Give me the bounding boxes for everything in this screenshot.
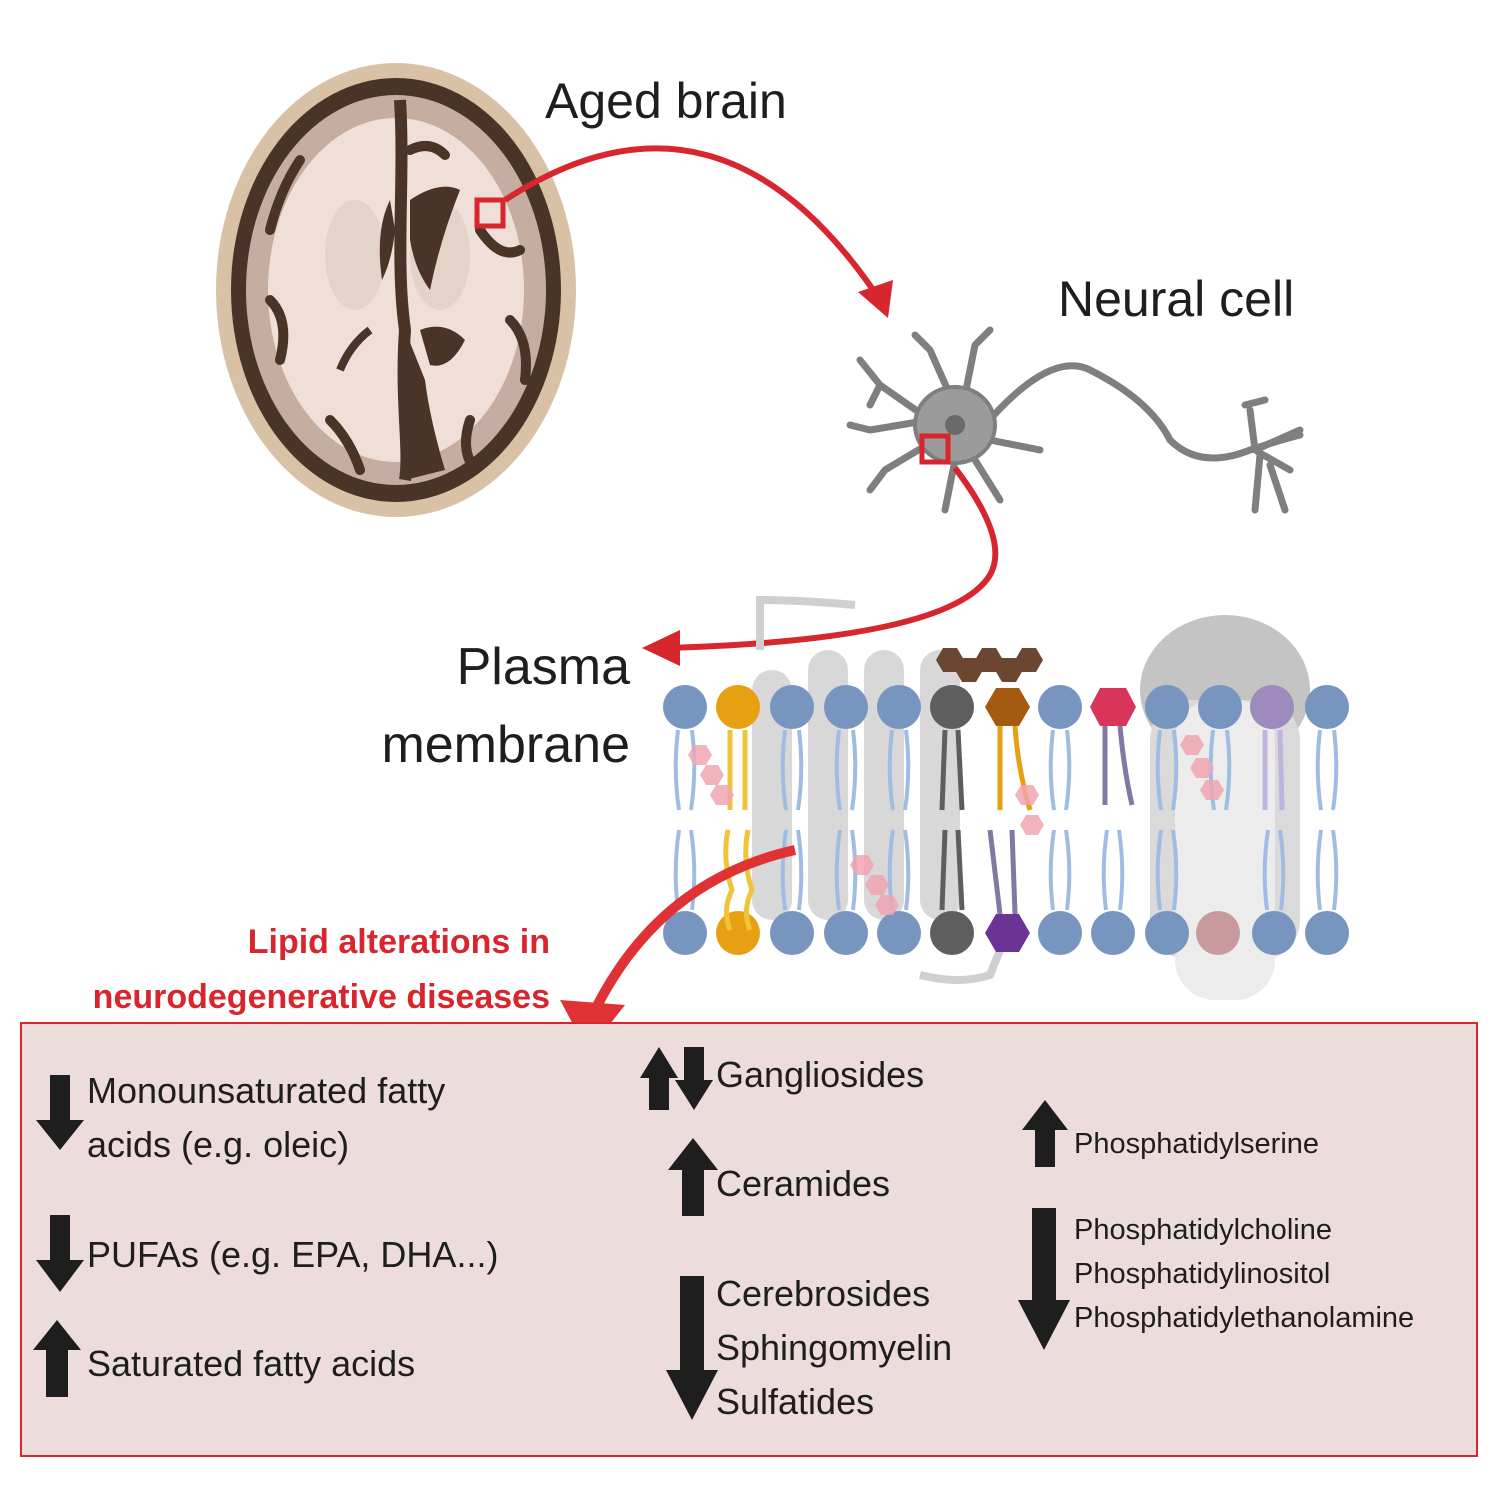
lipid-head-bottom <box>1145 911 1189 955</box>
lipid-tail <box>1171 729 1179 811</box>
lipid-tail <box>689 829 697 911</box>
finding-ceramides: Ceramides <box>716 1157 890 1211</box>
lipid-tail <box>1101 829 1109 911</box>
finding-phospholipids-line2: Phosphatidylinositol <box>1074 1258 1331 1290</box>
lipid-tail <box>1048 829 1056 911</box>
lipid-tail <box>1262 829 1270 911</box>
lipid-tail <box>834 829 842 911</box>
lipid-head-bottom <box>1252 911 1296 955</box>
lipid-head-top <box>1198 685 1242 729</box>
lipid-head-bottom <box>770 911 814 955</box>
lipid-head-top <box>770 685 814 729</box>
finding-phospholipids: Phosphatidylcholine Phosphatidylinositol… <box>1074 1208 1414 1340</box>
finding-gangliosides: Gangliosides <box>716 1048 924 1102</box>
lipid-tail <box>1064 729 1072 811</box>
lipid-tail <box>673 729 681 811</box>
lipid-tail <box>850 729 858 811</box>
plasma-membrane-label: Plasma membrane <box>300 628 630 784</box>
brain-zoom-box <box>474 197 506 229</box>
findings-panel <box>20 1022 1478 1457</box>
finding-phospholipids-line3: Phosphatidylethanolamine <box>1074 1302 1415 1334</box>
finding-pufa: PUFAs (e.g. EPA, DHA...) <box>87 1228 498 1282</box>
lipid-tail <box>1331 829 1339 911</box>
finding-phosphatidylserine: Phosphatidylserine <box>1074 1122 1319 1166</box>
lipid-tail <box>887 729 895 811</box>
finding-sphingo-line2: Sphingomyelin <box>716 1327 953 1368</box>
title-line1: Lipid alterations in <box>247 923 550 961</box>
lipid-tail <box>1155 729 1163 811</box>
arrow-membrane-to-panel <box>590 845 797 1013</box>
finding-sfa-line1: Saturated fatty acids <box>87 1343 416 1384</box>
finding-phospholipids-line1: Phosphatidylcholine <box>1074 1214 1332 1246</box>
lipid-tail <box>1117 829 1125 911</box>
finding-mufa-line1: Monounsaturated fatty <box>87 1070 446 1111</box>
arrow-brain-to-neuron <box>503 145 883 302</box>
lipid-tail <box>796 829 804 911</box>
lipid-tail <box>1048 729 1056 811</box>
lipid-tail <box>1315 729 1323 811</box>
lipid-tail <box>796 729 804 811</box>
neuron-illustration <box>846 326 1304 514</box>
lipid-tail <box>780 729 788 811</box>
aged-brain-label: Aged brain <box>545 73 787 129</box>
arrow-neuron-to-membrane <box>664 466 999 651</box>
lipid-head-bottom <box>1038 911 1082 955</box>
lipid-tail <box>903 829 911 911</box>
finding-sphingo-line1: Cerebrosides <box>716 1273 931 1314</box>
lipid-head-bottom <box>877 911 921 955</box>
plasma-label-line1: Plasma <box>456 638 630 696</box>
lipid-tail <box>689 729 697 811</box>
finding-ps-line1: Phosphatidylserine <box>1074 1128 1320 1160</box>
lipid-head-bottom <box>1305 911 1349 955</box>
finding-pufa-line1: PUFAs (e.g. EPA, DHA...) <box>87 1234 499 1275</box>
lipid-tail <box>1278 829 1286 911</box>
lipid-tail <box>1064 829 1072 911</box>
title-line2: neurodegenerative diseases <box>92 978 550 1016</box>
membrane-illustration <box>663 595 1349 1000</box>
lipid-tail <box>1224 729 1232 811</box>
lipid-head-top <box>1038 685 1082 729</box>
lipid-head-bottom <box>824 911 868 955</box>
finding-sphingolipids: Cerebrosides Sphingomyelin Sulfatides <box>716 1267 952 1429</box>
arrow-brain-to-neuron-head <box>858 280 893 318</box>
lipid-alterations-title: Lipid alterations in neurodegenerative d… <box>0 915 550 1025</box>
plasma-label-line2: membrane <box>381 716 630 774</box>
lipid-tail <box>1315 829 1323 911</box>
lipid-head-top <box>663 685 707 729</box>
finding-mufa-line2: acids (e.g. oleic) <box>87 1124 350 1165</box>
finding-mufa: Monounsaturated fatty acids (e.g. oleic) <box>87 1064 445 1172</box>
lipid-tail <box>780 829 788 911</box>
finding-sphingo-line3: Sulfatides <box>716 1381 875 1422</box>
finding-ceramides-line1: Ceramides <box>716 1163 891 1204</box>
lipid-tail <box>1155 829 1163 911</box>
lipid-head-bottom <box>1091 911 1135 955</box>
lipid-head-top <box>877 685 921 729</box>
arrow-neuron-to-membrane-head <box>642 630 680 666</box>
lipid-head-bottom <box>663 911 707 955</box>
finding-gangliosides-line1: Gangliosides <box>716 1054 925 1095</box>
lipid-tail <box>1171 829 1179 911</box>
lipid-head-top <box>824 685 868 729</box>
neuron-zoom-box <box>919 433 951 465</box>
lipid-tail <box>1331 729 1339 811</box>
lipid-tail <box>834 729 842 811</box>
lipid-head-top <box>1145 685 1189 729</box>
lipid-head-top <box>1305 685 1349 729</box>
neural-cell-label: Neural cell <box>1058 271 1295 327</box>
brain-illustration <box>216 63 576 517</box>
lipid-tail <box>903 729 911 811</box>
finding-sfa: Saturated fatty acids <box>87 1337 415 1391</box>
